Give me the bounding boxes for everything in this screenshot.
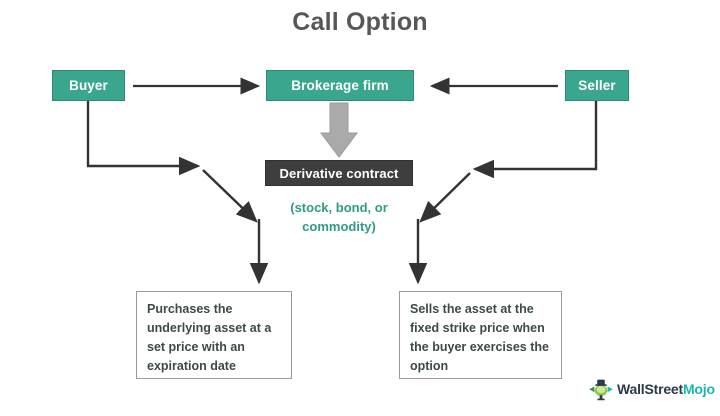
node-seller[interactable]: Seller	[565, 70, 629, 101]
connector-seller-to-outcome	[408, 101, 598, 285]
connector-buyer-to-outcome	[86, 101, 269, 285]
wallstreetmojo-logo: WallStreetMojo	[588, 375, 715, 403]
wallstreetmojo-logo-text: WallStreetMojo	[617, 381, 715, 397]
underlying-assets-note: (stock, bond, or commodity)	[268, 198, 410, 236]
logo-word-mojo: Mojo	[682, 381, 715, 397]
node-buyer[interactable]: Buyer	[52, 70, 125, 101]
buyer-outcome-box: Purchases the underlying asset at a set …	[136, 291, 292, 379]
page-title: Call Option	[292, 8, 428, 36]
underlying-note-line-2: commodity)	[302, 219, 376, 234]
connector-brokerage-to-derivative	[320, 102, 358, 158]
wallstreetmojo-logo-icon	[589, 379, 613, 401]
seller-outcome-box: Sells the asset at the fixed strike pric…	[399, 291, 562, 379]
node-brokerage-firm[interactable]: Brokerage firm	[266, 70, 414, 101]
node-derivative-contract[interactable]: Derivative contract	[265, 160, 413, 186]
logo-word-street: Street	[644, 381, 683, 397]
logo-word-wall: Wall	[617, 381, 645, 397]
underlying-note-line-1: (stock, bond, or	[290, 200, 388, 215]
